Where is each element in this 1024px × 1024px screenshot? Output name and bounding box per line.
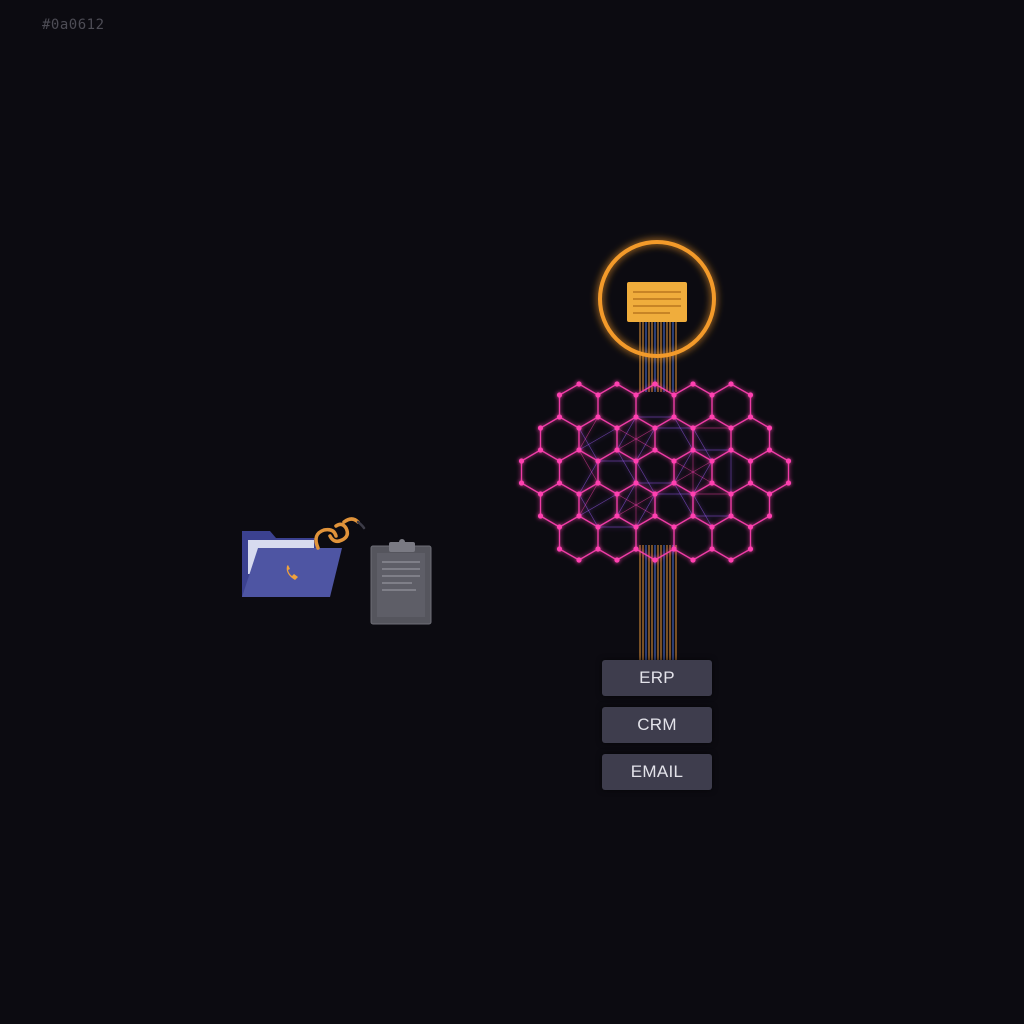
folder-phone-icon bbox=[242, 531, 342, 597]
hub-node bbox=[598, 240, 716, 358]
connector-lines bbox=[639, 322, 677, 660]
chain-link-icon bbox=[314, 517, 366, 550]
hub-ring bbox=[598, 240, 716, 358]
system-box-email: EMAIL bbox=[602, 754, 712, 790]
system-box-crm: CRM bbox=[602, 707, 712, 743]
neural-network-icon bbox=[518, 381, 792, 563]
system-box-erp: ERP bbox=[602, 660, 712, 696]
document-icon bbox=[627, 282, 687, 322]
corner-code-label: #0a0612 bbox=[42, 17, 105, 33]
clipboard-icon bbox=[370, 539, 432, 625]
